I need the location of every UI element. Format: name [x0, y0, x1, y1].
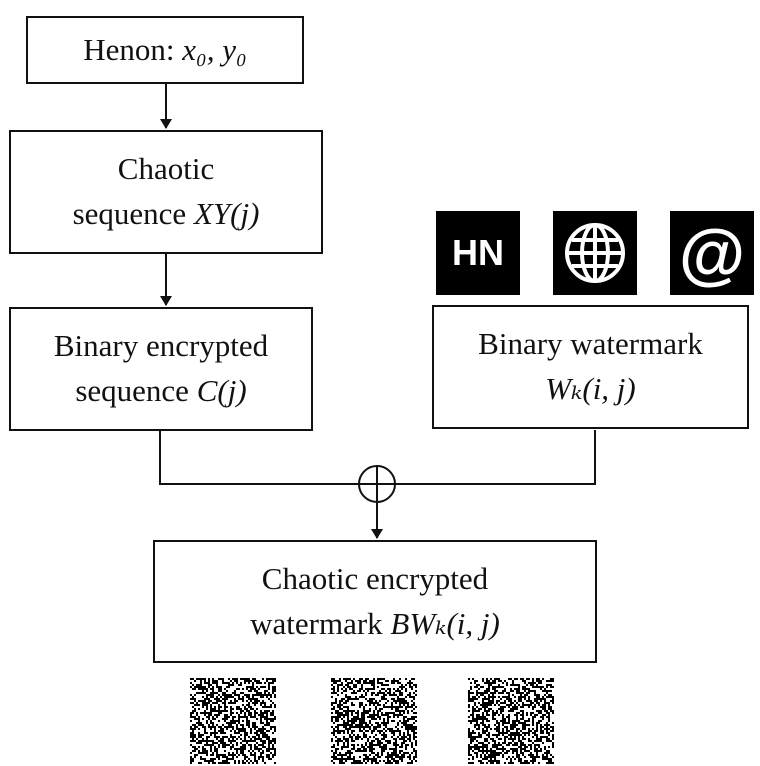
scrambled-watermark-2 [331, 678, 417, 764]
binary-encrypted-sequence-box: Binary encrypted sequence C(j) [9, 307, 313, 431]
at-sign-icon: @ [670, 211, 754, 295]
line-watermark-to-xor [395, 430, 596, 485]
chaotic-sequence-label: sequence [72, 196, 187, 231]
scrambled-watermark-1 [190, 678, 276, 764]
globe-icon [553, 211, 637, 295]
henon-initial-values: x₀, y₀ [182, 31, 247, 67]
binary-encrypted-sequence-label: sequence [75, 373, 189, 408]
xor-operator [358, 465, 396, 503]
scrambled-watermark-3 [468, 678, 554, 764]
chaotic-encrypted-watermark-label: watermark [250, 605, 383, 641]
binary-encrypted-sequence-line1: Binary encrypted [53, 328, 269, 364]
chaotic-encrypted-watermark-box: Chaotic encrypted watermark BWₖ(i, j) [153, 540, 597, 663]
svg-text:HN: HN [452, 232, 504, 273]
binary-encrypted-sequence-math: C(j) [196, 373, 247, 408]
binary-watermark-line1: Binary watermark [478, 326, 703, 362]
chaotic-sequence-math: XY(j) [193, 196, 260, 231]
binary-watermark-math: Wₖ(i, j) [545, 371, 636, 406]
line-binary-sequence-to-xor [159, 430, 359, 485]
svg-text:@: @ [679, 216, 745, 292]
chaotic-sequence-line1: Chaotic [117, 151, 215, 187]
chaotic-sequence-box: Chaotic sequence XY(j) [9, 130, 323, 254]
hn-logo-image: HN [436, 211, 520, 295]
henon-box: Henon: x₀, y₀ [26, 16, 304, 84]
chaotic-encrypted-watermark-math: BWₖ(i, j) [390, 605, 500, 641]
henon-label: Henon: [83, 31, 175, 67]
binary-watermark-box: Binary watermark Wₖ(i, j) [432, 305, 749, 429]
chaotic-encrypted-watermark-line1: Chaotic encrypted [261, 560, 489, 596]
